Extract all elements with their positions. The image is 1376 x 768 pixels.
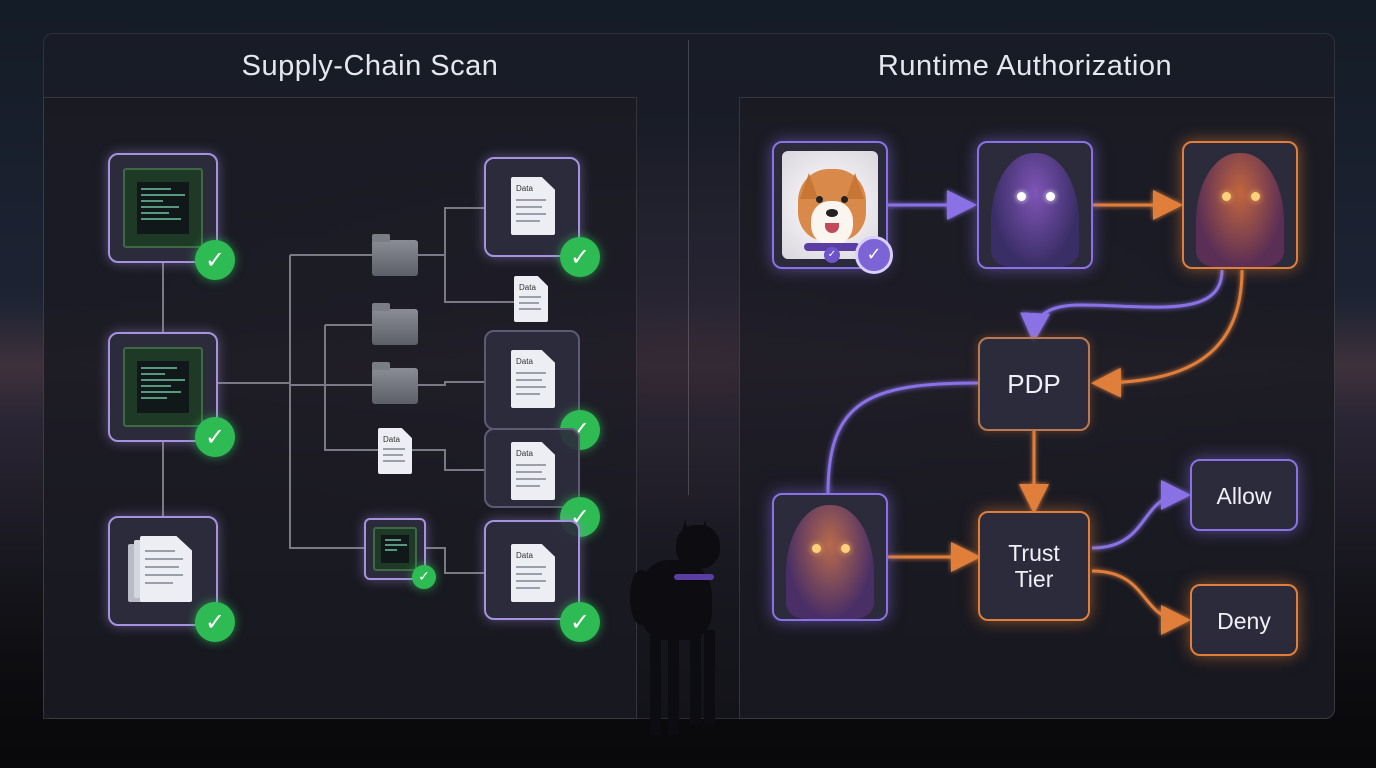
check-icon: ✓ — [195, 602, 235, 642]
tree-line-sub-spine — [324, 325, 378, 451]
data-file-1: Data — [484, 157, 580, 257]
dependency-chip — [364, 518, 426, 580]
allow-node: Allow — [1190, 459, 1298, 531]
pdp-node: PDP — [978, 337, 1090, 431]
authorization-flows — [826, 190, 1244, 635]
document-icon: Data — [378, 428, 412, 474]
ghost-agent-icon — [786, 505, 874, 619]
requesting-agent-card — [772, 493, 888, 621]
deny-node: Deny — [1190, 584, 1298, 656]
ghost-agent-icon — [1196, 153, 1284, 267]
flow-elevated-to-pdp-orange — [1091, 269, 1244, 398]
document-icon: Data — [511, 350, 555, 408]
dependency-tree-lines — [162, 207, 514, 574]
deny-label: Deny — [1217, 608, 1271, 634]
tree-line-data-4 — [426, 547, 484, 574]
folder-icon — [372, 362, 418, 404]
document-icon: Data — [511, 544, 555, 602]
folder-icon — [372, 234, 418, 276]
tree-line-spine — [289, 255, 364, 549]
tree-line-data-2 — [418, 381, 484, 386]
flow-to-allow — [1091, 480, 1191, 550]
pdp-label: PDP — [1007, 369, 1061, 399]
ghost-agent-icon — [991, 153, 1079, 267]
data-file-3: Data — [484, 428, 580, 508]
check-icon: ✓ — [412, 565, 436, 589]
data-file-4: Data — [484, 520, 580, 620]
tree-line-data-1 — [418, 207, 484, 256]
flow-elevated-to-pdp-purple — [1020, 269, 1224, 343]
tree-line-data-small — [444, 255, 514, 303]
runtime-authorization-title: Runtime Authorization — [877, 50, 1173, 82]
tree-line-data-3 — [412, 449, 484, 471]
elevated-agent-card — [1182, 141, 1298, 269]
agent-ghost-card — [977, 141, 1093, 269]
check-icon: ✓ — [560, 237, 600, 277]
verified-badge-icon: ✓ — [855, 236, 893, 274]
data-file-2: Data — [484, 330, 580, 430]
chip-icon — [123, 168, 203, 248]
section-divider — [688, 40, 689, 495]
trust-tier-node: Trust Tier — [978, 511, 1090, 621]
document-icon: Data — [511, 177, 555, 235]
source-documents — [108, 516, 218, 626]
check-icon: ✓ — [560, 602, 600, 642]
document-icon: Data — [514, 276, 548, 322]
document-icon: Data — [511, 442, 555, 500]
chip-icon — [373, 527, 417, 571]
allow-label: Allow — [1216, 483, 1272, 509]
check-icon: ✓ — [195, 417, 235, 457]
collar-tag-icon: ✓ — [824, 247, 840, 263]
flow-pdp-to-ghost — [826, 381, 979, 494]
trust-tier-label: Trust Tier — [1008, 540, 1060, 592]
chip-icon — [123, 347, 203, 427]
source-chip-1 — [108, 153, 218, 263]
flow-to-deny — [1091, 569, 1191, 635]
check-icon: ✓ — [195, 240, 235, 280]
supply-chain-scan-title: Supply-Chain Scan — [241, 50, 499, 82]
folder-icon — [372, 303, 418, 345]
